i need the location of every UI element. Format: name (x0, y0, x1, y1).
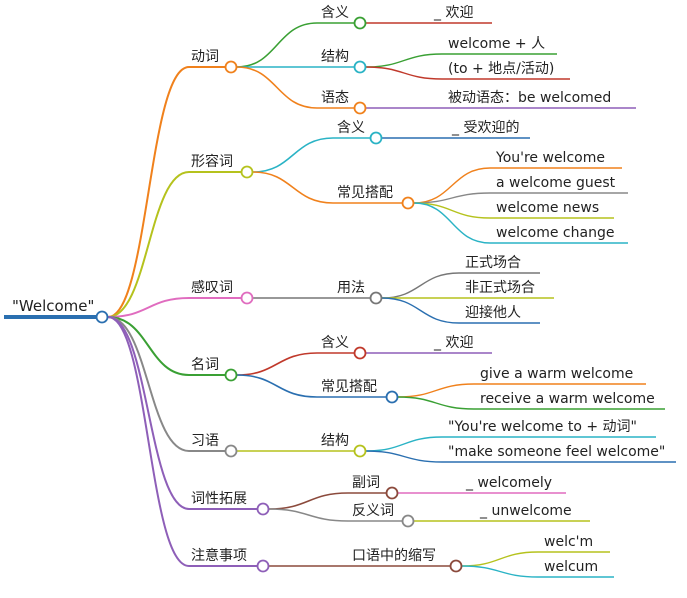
leaf-label: 正式场合 (465, 255, 521, 271)
leaf-label: _ 受欢迎的 (451, 120, 519, 136)
subbranch-label: 结构 (321, 49, 349, 65)
subbranch-connector (252, 137, 334, 173)
branch-label: 习语 (191, 433, 219, 449)
subbranch-node[interactable] (369, 131, 383, 145)
branch-node[interactable] (256, 559, 270, 573)
root-label: "Welcome" (12, 297, 94, 315)
branch-connector (107, 66, 190, 318)
branch-connector (107, 171, 190, 318)
leaf-connector (397, 383, 475, 398)
subbranch-node[interactable] (353, 444, 367, 458)
leaf-label: welcum (544, 559, 598, 575)
leaf-label: (to + 地点/活动) (448, 61, 554, 77)
leaf-connector (413, 202, 491, 244)
subbranch-connector (236, 66, 318, 109)
subbranch-node[interactable] (401, 514, 415, 528)
branch-connector (107, 297, 190, 318)
leaf-label: welcome change (496, 225, 614, 241)
leaf-label: welcome + 人 (448, 36, 545, 52)
leaf-label: _ welcomely (465, 475, 552, 491)
leaf-label: _ 欢迎 (433, 5, 473, 21)
subbranch-label: 含义 (337, 120, 365, 136)
subbranch-label: 语态 (321, 90, 349, 106)
branch-node[interactable] (240, 165, 254, 179)
leaf-connector (413, 202, 491, 219)
branch-label: 动词 (191, 49, 219, 65)
subbranch-node[interactable] (449, 559, 463, 573)
subbranch-node[interactable] (385, 390, 399, 404)
subbranch-label: 副词 (352, 475, 380, 491)
subbranch-label: 常见搭配 (321, 379, 377, 395)
leaf-connector (413, 192, 491, 204)
leaf-connector (381, 297, 460, 324)
subbranch-connector (236, 374, 318, 398)
branch-node[interactable] (224, 368, 238, 382)
subbranch-connector (268, 508, 349, 522)
leaf-label: You're welcome (495, 150, 605, 166)
branch-node[interactable] (224, 60, 238, 74)
subbranch-label: 常见搭配 (337, 185, 393, 201)
leaf-label: welc'm (544, 534, 593, 550)
branch-connector (107, 316, 190, 510)
subbranch-label: 口语中的缩写 (352, 548, 436, 564)
leaf-connector (461, 565, 539, 578)
leaf-label: 非正式场合 (465, 280, 535, 296)
branch-connector (107, 316, 190, 376)
leaf-connector (397, 396, 475, 410)
branch-connector (107, 316, 190, 567)
branch-label: 形容词 (191, 153, 233, 170)
branch-node[interactable] (224, 444, 238, 458)
subbranch-node[interactable] (353, 101, 367, 115)
leaf-label: welcome news (496, 200, 599, 216)
leaf-connector (365, 66, 443, 80)
leaf-label: _ 欢迎 (433, 335, 473, 351)
branch-label: 词性拓展 (191, 491, 247, 507)
subbranch-connector (236, 22, 318, 68)
leaf-connector (365, 53, 443, 68)
branch-label: 感叹词 (191, 279, 233, 296)
subbranch-label: 结构 (321, 433, 349, 449)
subbranch-node[interactable] (353, 60, 367, 74)
subbranch-label: 反义词 (352, 503, 394, 519)
leaf-connector (461, 551, 539, 567)
leaf-label: "make someone feel welcome" (448, 444, 665, 460)
leaf-label: "You're welcome to + 动词" (448, 419, 637, 435)
branch-node[interactable] (256, 502, 270, 516)
subbranch-label: 用法 (337, 280, 365, 296)
leaf-label: 被动语态：be welcomed (448, 90, 611, 106)
subbranch-connector (252, 171, 334, 204)
leaf-label: _ unwelcome (479, 503, 572, 519)
leaf-label: receive a warm welcome (480, 391, 655, 407)
leaf-connector (365, 436, 443, 452)
branch-connector (107, 316, 190, 452)
subbranch-connector (268, 492, 349, 510)
leaf-label: 迎接他人 (465, 304, 521, 321)
root-node[interactable] (95, 310, 109, 324)
subbranch-node[interactable] (401, 196, 415, 210)
branch-label: 注意事项 (191, 547, 247, 564)
subbranch-connector (236, 352, 318, 376)
subbranch-node[interactable] (385, 486, 399, 500)
subbranch-node[interactable] (353, 346, 367, 360)
subbranch-node[interactable] (369, 291, 383, 305)
leaf-label: give a warm welcome (480, 366, 633, 382)
subbranch-label: 含义 (321, 5, 349, 21)
leaf-connector (413, 167, 491, 204)
leaf-label: a welcome guest (496, 175, 616, 191)
subbranch-label: 含义 (321, 335, 349, 351)
connector-layer (4, 22, 676, 578)
branch-node[interactable] (240, 291, 254, 305)
subbranch-node[interactable] (353, 16, 367, 30)
leaf-connector (381, 272, 460, 299)
leaf-connector (365, 450, 443, 463)
branch-label: 名词 (191, 357, 219, 373)
